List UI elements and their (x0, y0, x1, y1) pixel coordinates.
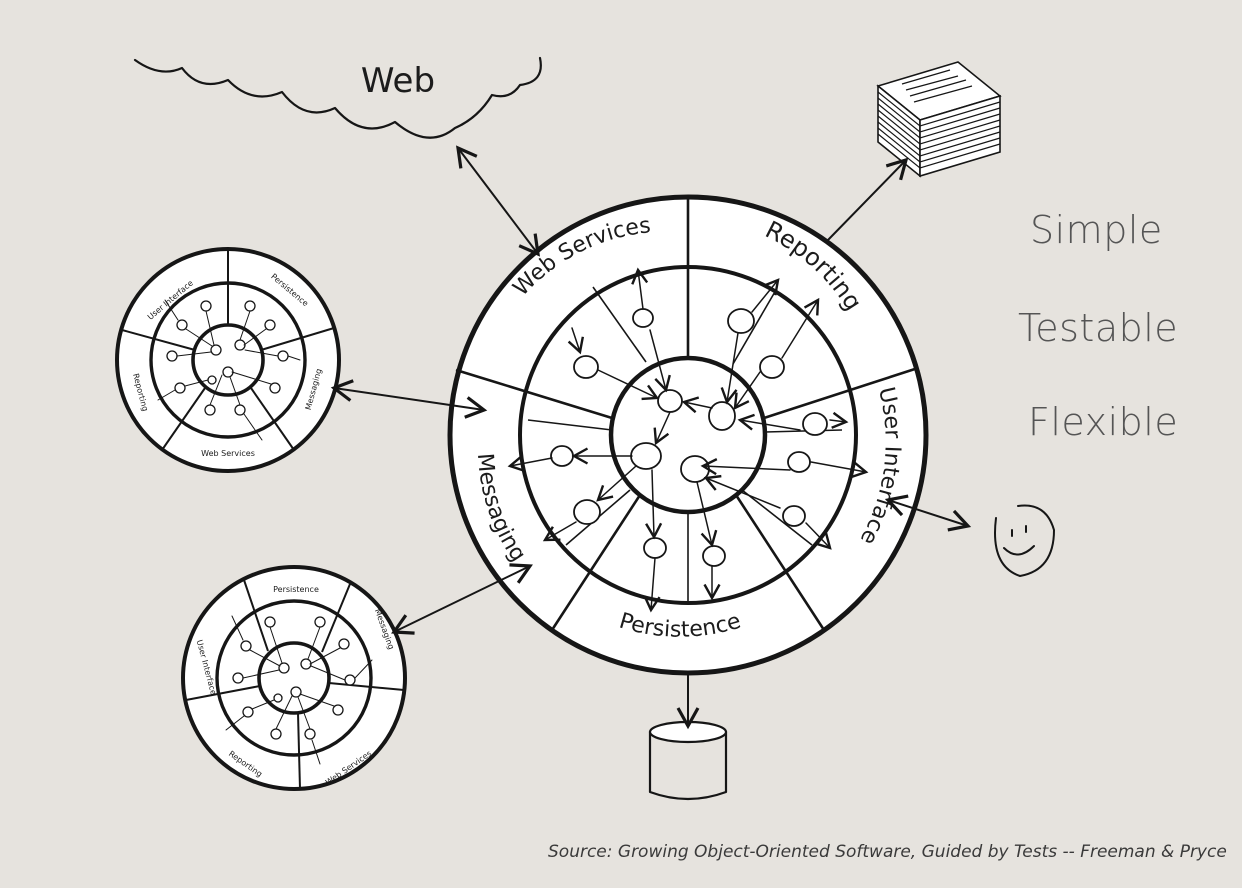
word-simple: Simple (1030, 208, 1163, 252)
arrow-small-a-to-app (330, 379, 488, 419)
small-application-circle-a: User Interface Persistence Reporting Mes… (115, 247, 341, 473)
small-application-circle-b: Persistence Messaging Web Services Repor… (181, 565, 407, 791)
arrow-small-b-to-app (391, 563, 533, 635)
database-icon (648, 720, 728, 801)
web-label: Web (361, 61, 435, 101)
main-application-circle: Web Services Reporting User Interface Pe… (447, 194, 929, 676)
source-citation: Source: Growing Object-Oriented Software… (548, 842, 1227, 862)
word-flexible: Flexible (1028, 400, 1179, 444)
small-b-label-persistence: Persistence (273, 585, 319, 594)
smiley-face-icon (994, 504, 1055, 577)
arrow-app-to-user (884, 494, 972, 532)
document-stack-icon (876, 61, 1002, 178)
word-testable: Testable (1018, 306, 1179, 350)
connection-arrows (330, 145, 972, 730)
arrow-web-to-app (456, 145, 540, 257)
arrow-app-to-documents (827, 157, 909, 241)
small-a-label-web-services: Web Services (201, 449, 255, 458)
cloud-icon (133, 56, 542, 139)
